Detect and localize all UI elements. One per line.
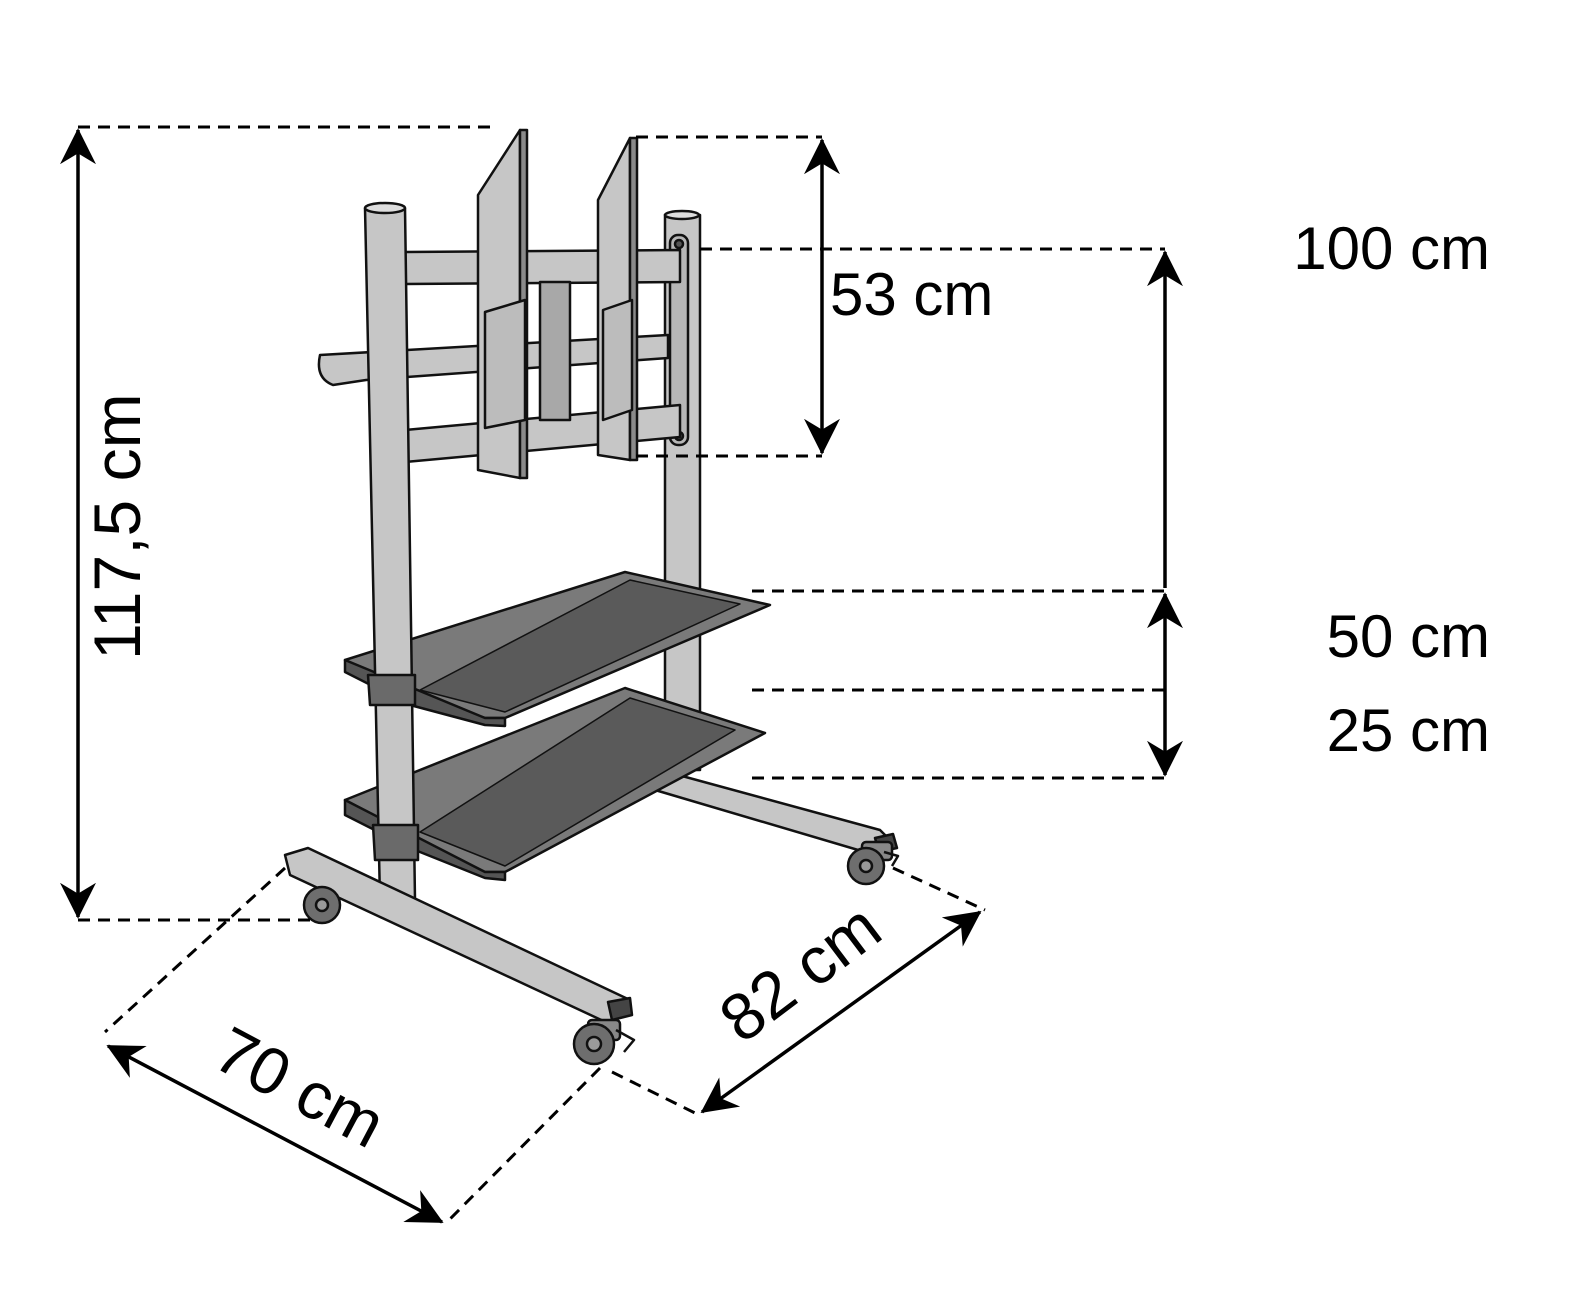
rear-base-foot [653, 768, 899, 857]
front-left-caster [302, 885, 342, 925]
tv-cart-illustration [283, 128, 900, 1066]
dimension-lines [60, 125, 1183, 1224]
rear-caster [846, 840, 900, 886]
shelf-lower-label: 25 cm [1327, 697, 1490, 764]
mount-height-label: 53 cm [830, 261, 993, 328]
right-post [663, 209, 702, 772]
front-right-caster [572, 1018, 636, 1066]
dimension-labels: 117,5 cm 53 cm 100 cm 50 cm 25 cm 70 cm … [80, 215, 1490, 1162]
depth-label: 82 cm [706, 889, 894, 1056]
upper-shelf [343, 570, 772, 728]
shelf-upper-label: 50 cm [1327, 603, 1490, 670]
mount-height-dimension [636, 135, 840, 458]
total-height-dimension [60, 125, 492, 922]
vesa-mount [476, 128, 639, 480]
upper-span-dimension [700, 247, 1183, 593]
depth-dimension [611, 866, 986, 1116]
total-height-label: 117,5 cm [80, 393, 154, 660]
front-base-foot [283, 846, 634, 1027]
upper-span-label: 100 cm [1293, 215, 1490, 282]
width-dimension [103, 866, 602, 1224]
lower-shelf [343, 686, 767, 882]
shelf-height-dimension [752, 592, 1183, 780]
width-label: 70 cm [203, 1012, 396, 1162]
